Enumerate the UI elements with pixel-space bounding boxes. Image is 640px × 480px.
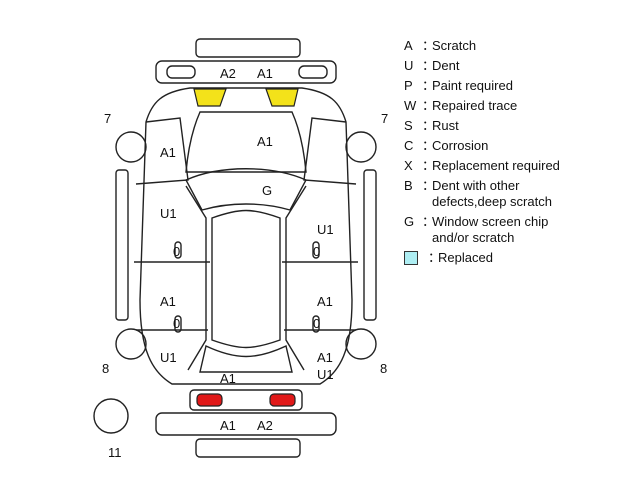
label-left-front-door-0: 0 [173,244,180,259]
front-left-light [193,88,227,107]
label-rear-left-wheel: 8 [102,361,109,376]
legend-desc: Scratch [432,38,477,53]
legend-row-dent-defects: B ： Dent with other defects,deep scratch [404,178,634,210]
hood [185,111,307,173]
legend-colon: ： [422,138,436,153]
legend-row-scratch: A ： Scratch [404,38,634,54]
front-bumper-top [195,38,301,58]
front-right-wheel [345,131,377,163]
label-rear-right-wheel: 8 [380,361,387,376]
legend-colon: ： [422,58,436,73]
label-trunk: A1 [220,371,236,386]
label-left-front-door: U1 [160,206,177,221]
label-right-rear-fender-a: A1 [317,350,333,365]
front-fog-left [166,65,196,79]
legend-colon: ： [422,98,436,113]
label-right-front-door-0: 0 [313,244,320,259]
label-left-rear-door: A1 [160,294,176,309]
legend-row-replacement: X ： Replacement required [404,158,634,174]
front-bumper [155,60,337,84]
label-left-rear-fender: U1 [160,350,177,365]
rear-window [199,345,293,373]
legend-colon: ： [422,178,436,193]
spare-wheel [93,398,129,434]
rear-bumper [155,412,337,436]
legend-code: G [404,214,415,229]
label-rear-bumper-a2: A2 [257,418,273,433]
roof [211,209,281,349]
legend-code: C [404,138,414,153]
rear-right-light [269,393,296,407]
left-rear-handle [174,315,182,333]
label-front-right-wheel: 7 [381,111,388,126]
legend-row-window: G ： Window screen chip and/or scratch [404,214,634,246]
legend-colon: ： [422,214,436,229]
legend-desc: Repaired trace [432,98,518,113]
legend-desc: Dent [432,58,460,73]
legend-row-dent: U ： Dent [404,58,634,74]
right-front-fender [303,117,357,185]
left-pillar [185,185,207,371]
legend-desc: Dent with other defects,deep scratch [432,178,552,209]
legend-row-paint: P ： Paint required [404,78,634,94]
right-rear-handle [312,315,320,333]
legend-row-replaced: ： Replaced [404,250,634,266]
label-front-bumper-a1: A1 [257,66,273,81]
label-front-left-wheel: 7 [104,111,111,126]
label-rear-bumper-a1: A1 [220,418,236,433]
front-right-light [265,88,299,107]
legend-colon: ： [428,250,442,265]
windshield [185,168,307,211]
label-hood: A1 [257,134,273,149]
legend-row-rust: S ： Rust [404,118,634,134]
label-windshield: G [262,183,272,198]
label-front-bumper-a2: A2 [220,66,236,81]
left-sill [115,169,129,321]
legend-colon: ： [422,158,436,173]
right-pillar [285,185,307,371]
legend-code: U [404,58,414,73]
right-front-handle [312,241,320,259]
legend-row-repaired: W ： Repaired trace [404,98,634,114]
legend-colon: ： [422,38,436,53]
legend-desc: Replacement required [432,158,560,173]
legend-code: W [404,98,417,113]
rear-bumper-bottom [195,438,301,458]
legend-code: A [404,38,413,53]
label-right-rear-door: A1 [317,294,333,309]
legend-code: P [404,78,413,93]
legend-code: S [404,118,413,133]
rear-left-light [196,393,223,407]
legend-desc: Rust [432,118,459,133]
label-left-rear-door-0: 0 [173,316,180,331]
rear-left-wheel [115,328,147,360]
label-spare-wheel: 11 [108,445,122,460]
legend-desc: Window screen chip and/or scratch [432,214,549,245]
legend-colon: ： [422,118,436,133]
legend-desc: Replaced [438,250,493,265]
front-fog-right [298,65,328,79]
left-front-handle [174,241,182,259]
legend-desc: Paint required [432,78,513,93]
legend-code: X [404,158,413,173]
legend-row-corrosion: C ： Corrosion [404,138,634,154]
car-body-outline [139,87,353,385]
rear-right-wheel [345,328,377,360]
front-left-wheel [115,131,147,163]
label-left-front-fender: A1 [160,145,176,160]
legend: A ： Scratch U ： Dent P ： Paint required … [404,38,634,270]
legend-code: B [404,178,413,193]
right-sill [363,169,377,321]
legend-colon: ： [422,78,436,93]
left-front-fender [135,117,189,185]
legend-desc: Corrosion [432,138,489,153]
label-right-front-door: U1 [317,222,334,237]
car-condition-diagram: A2 A1 A1 G A1 U1 0 A1 0 U1 U1 0 A1 0 A1 … [93,38,388,460]
label-right-rear-door-0: 0 [313,316,320,331]
label-right-rear-fender-u: U1 [317,367,334,382]
rear-lights-panel [189,389,303,411]
replaced-swatch [404,251,418,265]
